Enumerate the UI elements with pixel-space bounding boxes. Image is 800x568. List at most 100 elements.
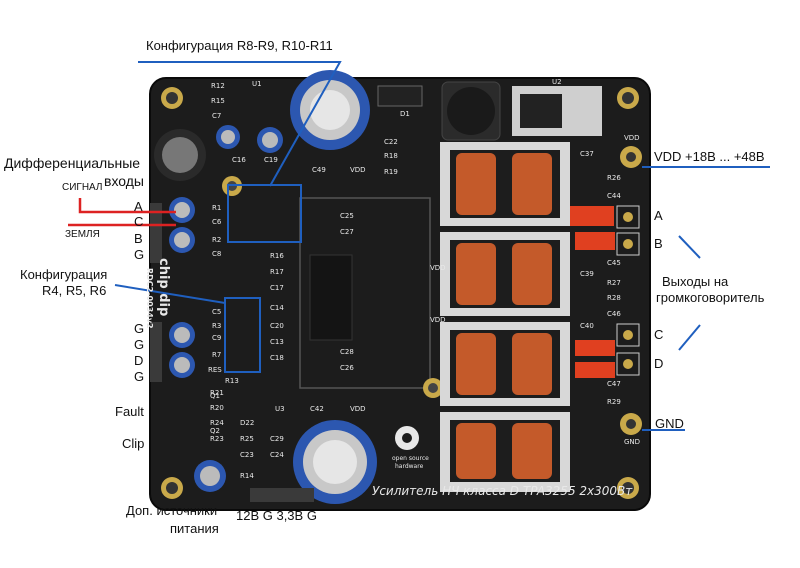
config-box-r4-r6 <box>224 297 261 373</box>
left-pin-c: C <box>134 214 144 229</box>
svg-text:Q2: Q2 <box>210 427 220 435</box>
svg-text:VDD: VDD <box>430 264 446 272</box>
svg-text:R29: R29 <box>607 398 621 406</box>
svg-text:R14: R14 <box>240 472 254 480</box>
bracket-outputs-bottom <box>678 324 701 351</box>
svg-text:R23: R23 <box>210 435 224 443</box>
terminal-d <box>616 352 640 376</box>
svg-text:R26: R26 <box>607 174 621 182</box>
label-speaker-outputs-2: громкоговоритель <box>656 290 765 305</box>
svg-text:C29: C29 <box>270 435 284 443</box>
svg-text:R3: R3 <box>212 322 221 330</box>
svg-text:C49: C49 <box>312 166 326 174</box>
board-title: Усилитель НЧ класса D TPA3255 2x300Вт <box>372 484 633 498</box>
left-pin-g4: G <box>134 369 145 384</box>
capacitor-large-bottom <box>293 420 377 504</box>
svg-text:VDD: VDD <box>624 134 640 142</box>
svg-text:R12: R12 <box>211 82 225 90</box>
svg-text:hardware: hardware <box>395 463 424 470</box>
svg-text:R21: R21 <box>210 389 224 397</box>
svg-text:D1: D1 <box>400 110 410 118</box>
svg-text:U3: U3 <box>275 405 285 413</box>
right-pin-d: D <box>654 356 664 371</box>
svg-text:C23: C23 <box>240 451 254 459</box>
svg-text:R16: R16 <box>270 252 284 260</box>
left-pin-b: B <box>134 231 143 246</box>
label-speaker-outputs-1: Выходы на <box>662 274 729 289</box>
svg-text:C19: C19 <box>264 156 278 164</box>
left-pin-a: A <box>134 199 143 214</box>
terminal-gnd <box>620 413 642 435</box>
svg-text:R2: R2 <box>212 236 221 244</box>
capacitor-c2 <box>169 227 195 253</box>
left-pin-g3: G <box>134 337 145 352</box>
svg-text:U1: U1 <box>252 80 262 88</box>
svg-text:C20: C20 <box>270 322 284 330</box>
svg-text:C28: C28 <box>340 348 354 356</box>
svg-text:chip dip: chip dip <box>156 258 171 316</box>
svg-text:C27: C27 <box>340 228 354 236</box>
svg-text:C39: C39 <box>580 270 594 278</box>
svg-text:C8: C8 <box>212 250 221 258</box>
svg-text:R24: R24 <box>210 419 224 427</box>
output-inductor-4 <box>440 412 570 492</box>
svg-text:C7: C7 <box>212 112 221 120</box>
svg-text:C45: C45 <box>607 259 621 267</box>
capacitor-c10 <box>154 129 206 181</box>
terminal-b <box>616 232 640 256</box>
capacitor-c3 <box>169 322 195 348</box>
svg-text:R19: R19 <box>384 168 398 176</box>
output-inductor-3 <box>440 322 570 406</box>
capacitor-c30 <box>194 460 226 492</box>
svg-text:VDD: VDD <box>430 316 446 324</box>
label-config2-2: R4, R5, R6 <box>42 283 107 298</box>
pin-header-bottom <box>250 488 314 502</box>
left-pin-d: D <box>134 353 144 368</box>
wire-signal <box>78 198 176 214</box>
left-pin-column <box>150 203 162 382</box>
svg-text:C24: C24 <box>270 451 284 459</box>
label-bottom-pins: 12В G 3,3В G <box>236 508 317 523</box>
label-top-config: Конфигурация R8-R9, R10-R11 <box>146 38 333 53</box>
svg-text:open source: open source <box>392 455 429 462</box>
svg-text:C17: C17 <box>270 284 284 292</box>
svg-text:C42: C42 <box>310 405 324 413</box>
capacitor-large-top <box>290 70 370 150</box>
label-aux-power-2: питания <box>170 521 219 536</box>
right-pin-b: B <box>654 236 663 251</box>
svg-text:C44: C44 <box>607 192 621 200</box>
label-fault: Fault <box>115 404 144 419</box>
svg-text:C40: C40 <box>580 322 594 330</box>
svg-text:VDD: VDD <box>350 405 366 413</box>
svg-text:C13: C13 <box>270 338 284 346</box>
label-vdd-range: VDD +18В ... +48В <box>654 149 765 164</box>
svg-text:C9: C9 <box>212 334 221 342</box>
terminal-a <box>616 205 640 229</box>
right-pin-a: A <box>654 208 663 223</box>
svg-text:C14: C14 <box>270 304 284 312</box>
svg-text:C18: C18 <box>270 354 284 362</box>
label-signal: СИГНАЛ <box>62 182 103 193</box>
output-inductor-1 <box>440 142 570 226</box>
svg-text:R28: R28 <box>607 294 621 302</box>
capacitor-c4 <box>169 352 195 378</box>
right-pin-c: C <box>654 327 664 342</box>
ic-tpa3255 <box>309 254 353 341</box>
svg-text:C6: C6 <box>212 218 222 226</box>
leader-line-config2 <box>114 284 226 304</box>
svg-text:U2: U2 <box>552 78 562 86</box>
svg-text:C46: C46 <box>607 310 621 318</box>
bracket-outputs-top <box>678 235 701 259</box>
label-aux-power-1: Доп. источники <box>126 503 218 518</box>
svg-text:C16: C16 <box>232 156 246 164</box>
svg-text:R13: R13 <box>225 377 239 385</box>
svg-text:GND: GND <box>624 438 640 446</box>
svg-text:R17: R17 <box>270 268 284 276</box>
svg-text:C22: C22 <box>384 138 398 146</box>
label-config2-1: Конфигурация <box>20 267 108 282</box>
label-ground: ЗЕМЛЯ <box>65 229 100 240</box>
svg-text:Q1: Q1 <box>210 392 220 400</box>
svg-text:C26: C26 <box>340 364 354 372</box>
svg-text:C25: C25 <box>340 212 354 220</box>
